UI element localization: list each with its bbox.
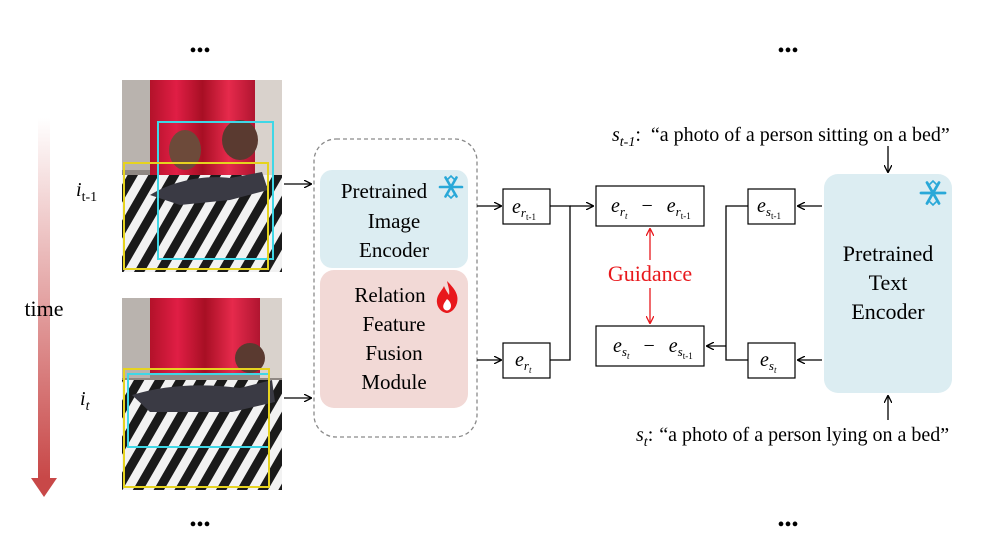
snowflake-icon <box>919 179 947 207</box>
frame-image-current <box>122 298 282 490</box>
object-bounding-box <box>123 368 270 488</box>
relation-module-line3: Fusion <box>365 341 423 365</box>
relation-difference-label: ert−ert-1 <box>611 195 691 221</box>
image-encoder-box <box>320 170 468 268</box>
ellipsis-bottom-left: ••• <box>189 514 210 536</box>
e-r-prev-label: ert-1 <box>512 196 536 222</box>
e-s-current-box <box>747 342 796 379</box>
visual-encoder-group <box>313 138 478 438</box>
person-bounding-box <box>157 121 274 260</box>
text-encoder-line2: Text <box>869 270 908 295</box>
object-bounding-box <box>123 162 269 270</box>
text-encoder-line3: Encoder <box>851 299 925 324</box>
e-r-current-label: ert <box>515 349 532 375</box>
flame-icon <box>436 281 458 313</box>
relation-module-box <box>320 270 468 408</box>
caption-prev: st-1:“a photo of a person sitting on a b… <box>612 124 950 150</box>
frame-image-prev <box>122 80 282 272</box>
e-r-prev-box <box>502 188 551 225</box>
time-arrow <box>31 118 57 497</box>
guidance-label: Guidance <box>608 261 692 286</box>
ellipsis-top-right: ••• <box>777 40 798 62</box>
relation-difference-box <box>595 185 705 227</box>
text-encoder-line1: Pretrained <box>843 241 933 266</box>
semantic-difference-box <box>595 325 705 367</box>
caption-current: st:“a photo of a person lying on a bed” <box>636 424 949 450</box>
relation-module-line1: Relation <box>354 283 426 307</box>
frame-label-current: it <box>80 388 91 414</box>
image-encoder-line3: Encoder <box>359 238 429 262</box>
time-label: time <box>24 296 63 321</box>
connector-e-r-to-difference <box>550 205 571 361</box>
image-encoder-line1: Pretrained <box>341 179 428 203</box>
image-encoder-line2: Image <box>368 209 420 233</box>
relation-module-line4: Module <box>361 370 426 394</box>
connector-e-s-to-difference <box>725 205 748 361</box>
relation-module-line2: Feature <box>363 312 426 336</box>
frame-label-prev: it-1 <box>76 179 97 205</box>
e-s-prev-box <box>747 188 796 225</box>
snowflake-icon <box>438 174 464 200</box>
ellipsis-top-left: ••• <box>189 40 210 62</box>
text-encoder-box <box>824 174 952 393</box>
semantic-difference-label: est−est-1 <box>613 335 693 361</box>
e-s-prev-label: est-1 <box>757 195 781 221</box>
e-s-current-label: est <box>760 349 777 375</box>
ellipsis-bottom-right: ••• <box>777 514 798 536</box>
